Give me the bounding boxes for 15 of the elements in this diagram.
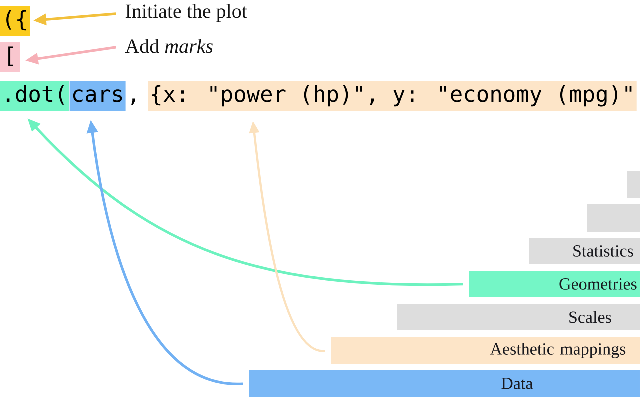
annotation: Add marks [125,39,213,54]
layer-bar [587,204,640,232]
highlighted-code: .dot( [0,81,70,111]
layer-bar: Geometries [469,271,640,298]
layer-bar: Scales [397,304,640,330]
layer-bar: Data [249,370,640,398]
highlighted-code: cars [70,81,126,111]
annotation: Initiate the plot [126,4,248,22]
layer-bar: Statistics [529,238,640,264]
layer-bar [627,171,640,198]
layer-bar: Aesthetic mappings [331,337,640,364]
code-text: , [132,98,136,106]
highlighted-code: ({ [0,6,30,36]
highlighted-code: {x: "power (hp)", y: "economy (mpg)" [148,81,637,111]
highlighted-code: [ [0,42,20,72]
